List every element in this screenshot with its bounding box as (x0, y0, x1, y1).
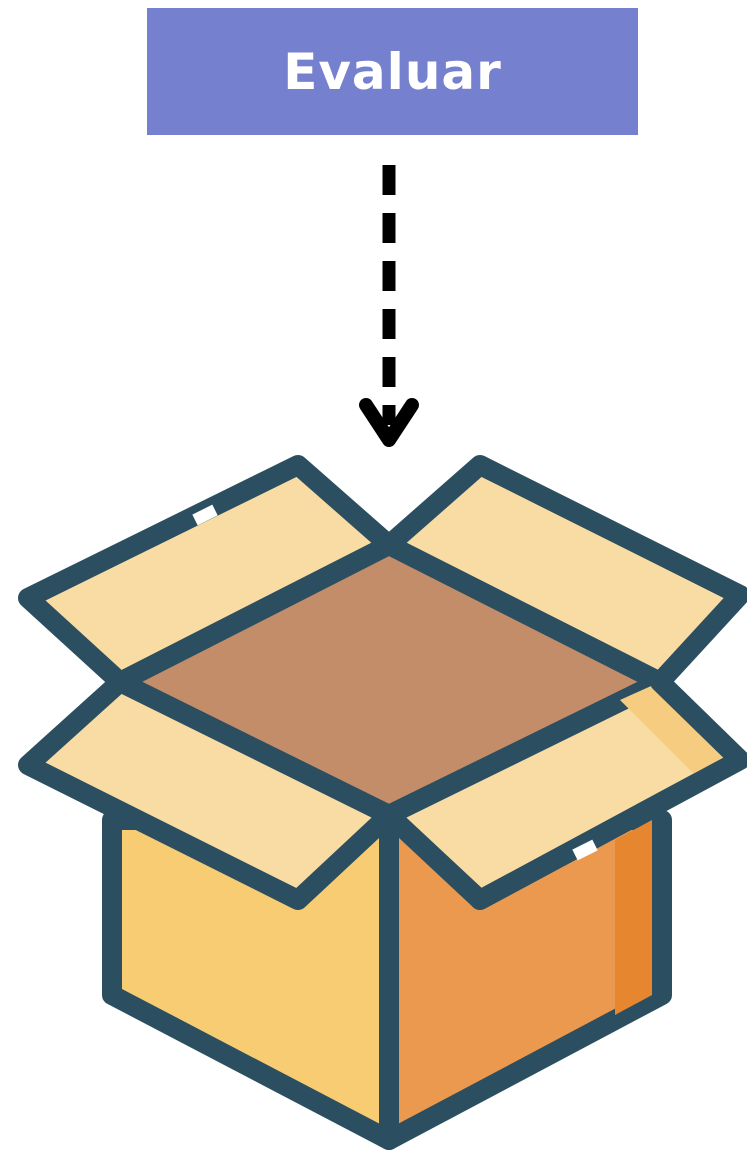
step-label: Evaluar (283, 42, 502, 101)
open-box-icon (18, 455, 747, 1150)
front-right-flap-shade (620, 682, 740, 780)
box-right-edge (615, 820, 652, 1015)
evaluar-step-box: Evaluar (147, 8, 638, 135)
front-left-flap (18, 672, 399, 910)
down-arrow-icon (359, 165, 419, 447)
